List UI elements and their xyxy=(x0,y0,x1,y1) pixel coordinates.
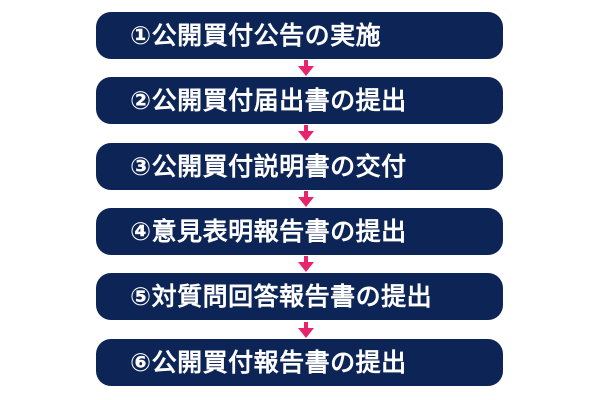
step-6-box: ⑥公開買付報告書の提出 xyxy=(96,339,503,386)
arrow-down-icon xyxy=(298,191,314,207)
step-5-label: ⑤対質問回答報告書の提出 xyxy=(130,282,433,311)
step-2-box: ②公開買付届出書の提出 xyxy=(96,77,503,124)
step-2-label: ②公開買付届出書の提出 xyxy=(130,86,407,115)
step-3-label: ③公開買付説明書の交付 xyxy=(130,152,407,181)
arrow-down-icon xyxy=(298,125,314,141)
step-4-label: ④意見表明報告書の提出 xyxy=(130,217,407,246)
step-6-label: ⑥公開買付報告書の提出 xyxy=(130,348,407,377)
arrow-down-icon xyxy=(298,60,314,76)
step-1-box: ①公開買付公告の実施 xyxy=(96,12,503,59)
step-1-label: ①公開買付公告の実施 xyxy=(130,21,382,50)
step-5-box: ⑤対質問回答報告書の提出 xyxy=(96,273,503,320)
step-4-box: ④意見表明報告書の提出 xyxy=(96,208,503,255)
arrow-down-icon xyxy=(298,322,314,338)
arrow-down-icon xyxy=(298,256,314,272)
step-3-box: ③公開買付説明書の交付 xyxy=(96,143,503,190)
